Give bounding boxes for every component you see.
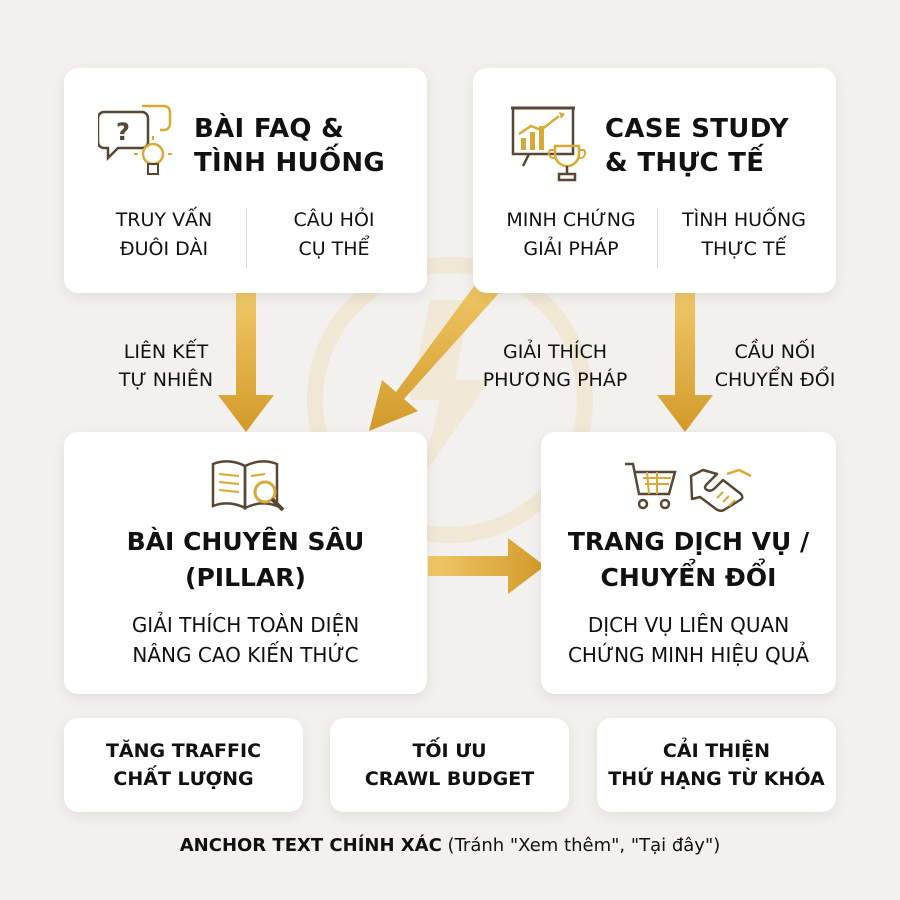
benefit-traffic-text: TĂNG TRAFFIC CHẤT LƯỢNG bbox=[105, 740, 262, 790]
faq-title-line2: TÌNH HUỐNG bbox=[194, 148, 386, 178]
arrow-case-to-pillar bbox=[369, 278, 500, 431]
benefit-box-traffic: TĂNG TRAFFIC CHẤT LƯỢNG bbox=[64, 718, 303, 812]
pillar-sub-line1: GIẢI THÍCH TOÀN DIỆN bbox=[131, 613, 360, 637]
service-sub-line2: CHỨNG MINH HIỆU QUẢ bbox=[567, 643, 810, 667]
presentation-trophy-icon bbox=[511, 106, 587, 182]
case-study-title: CASE STUDY & THỰC TẾ bbox=[605, 112, 789, 180]
faq-right-text: CÂU HỎI CỤ THỂ bbox=[293, 209, 375, 260]
faq-left-text: TRUY VẤN ĐUÔI DÀI bbox=[115, 209, 213, 260]
pillar-card: BÀI CHUYÊN SÂU (PILLAR) GIẢI THÍCH TOÀN … bbox=[64, 432, 427, 694]
benefit-box-crawl: TỐI ƯU CRAWL BUDGET bbox=[330, 718, 569, 812]
service-title-line2: CHUYỂN ĐỔI bbox=[600, 563, 777, 592]
benefit-ranking-text: CẢI THIỆN THỨ HẠNG TỪ KHÓA bbox=[608, 740, 825, 790]
book-magnifier-icon bbox=[211, 460, 285, 512]
case-study-card: CASE STUDY & THỰC TẾ MINH CHỨNG GIẢI PHÁ… bbox=[473, 68, 836, 293]
footer-bold-text: ANCHOR TEXT CHÍNH XÁC bbox=[179, 835, 442, 856]
label-natural-link: LIÊN KẾT TỰ NHIÊN bbox=[118, 341, 214, 391]
pillar-title-line1: BÀI CHUYÊN SÂU bbox=[126, 527, 365, 556]
faq-title: BÀI FAQ & TÌNH HUỐNG bbox=[194, 112, 385, 180]
svg-text:?: ? bbox=[116, 118, 130, 146]
pillar-sub-line2: NÂNG CAO KIẾN THỨC bbox=[132, 643, 359, 667]
service-sub-line1: DỊCH VỤ LIÊN QUAN bbox=[587, 613, 790, 637]
case-title-line2: & THỰC TẾ bbox=[605, 148, 765, 178]
faq-divider bbox=[246, 208, 247, 268]
shopping-cart-icon bbox=[625, 462, 677, 510]
question-lightbulb-icon: ? bbox=[98, 104, 172, 175]
service-card: TRANG DỊCH VỤ / CHUYỂN ĐỔI DỊCH VỤ LIÊN … bbox=[541, 432, 836, 694]
case-divider bbox=[657, 208, 658, 268]
benefit-box-ranking: CẢI THIỆN THỨ HẠNG TỪ KHÓA bbox=[597, 718, 836, 812]
case-right-text: TÌNH HUỐNG THỰC TẾ bbox=[682, 209, 806, 260]
pillar-title: BÀI CHUYÊN SÂU (PILLAR) bbox=[64, 524, 427, 596]
faq-card: ? BÀI FAQ & TÌNH HUỐNG TRUY VẤN ĐUÔI DÀI… bbox=[64, 68, 427, 293]
footer-normal-text: (Tránh "Xem thêm", "Tại đây") bbox=[441, 835, 721, 856]
label-explain-method: GIẢI THÍCH PHƯƠNG PHÁP bbox=[482, 341, 628, 391]
service-subtitle: DỊCH VỤ LIÊN QUAN CHỨNG MINH HIỆU QUẢ bbox=[541, 610, 836, 670]
case-left-text: MINH CHỨNG GIẢI PHÁP bbox=[506, 209, 636, 260]
service-title: TRANG DỊCH VỤ / CHUYỂN ĐỔI bbox=[541, 524, 836, 596]
pillar-title-line2: (PILLAR) bbox=[185, 563, 306, 592]
arrow-case-to-service bbox=[657, 293, 713, 432]
handshake-icon bbox=[689, 468, 752, 513]
service-title-line1: TRANG DỊCH VỤ / bbox=[567, 527, 810, 556]
arrow-pillar-to-service bbox=[428, 538, 545, 594]
benefit-crawl-text: TỐI ƯU CRAWL BUDGET bbox=[364, 740, 535, 790]
pillar-subtitle: GIẢI THÍCH TOÀN DIỆN NÂNG CAO KIẾN THỨC bbox=[64, 610, 427, 670]
footer-note: ANCHOR TEXT CHÍNH XÁC (Tránh "Xem thêm",… bbox=[0, 835, 900, 856]
label-conversion-bridge: CẦU NỐI CHUYỂN ĐỔI bbox=[714, 341, 836, 391]
arrow-faq-to-pillar bbox=[218, 293, 274, 432]
case-title-line1: CASE STUDY bbox=[605, 114, 789, 144]
faq-title-line1: BÀI FAQ & bbox=[194, 114, 345, 144]
